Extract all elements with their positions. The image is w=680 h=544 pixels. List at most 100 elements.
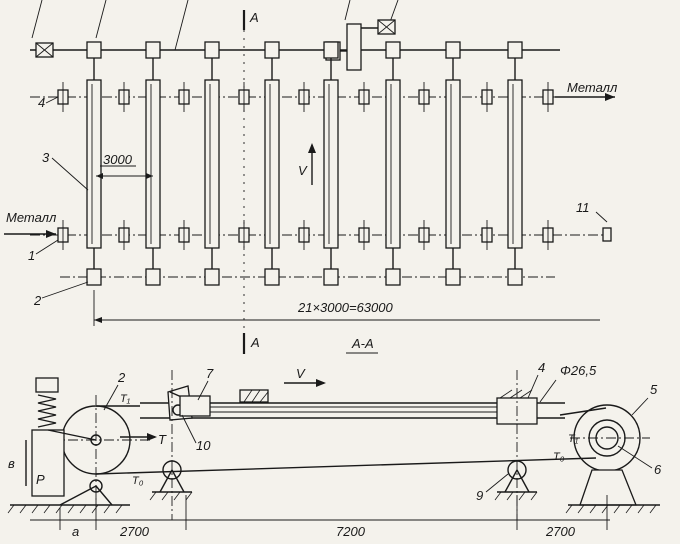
velocity-label: V xyxy=(298,163,308,178)
belt-return xyxy=(95,457,597,475)
label-10-section: 10 xyxy=(196,438,211,453)
leader-4 xyxy=(45,96,59,104)
tension-t1-left: T₁ xyxy=(120,393,131,405)
sensor-11 xyxy=(595,211,612,242)
dim-7200: 7200 xyxy=(336,524,366,539)
force-p-label: P xyxy=(36,472,45,487)
tension-spring xyxy=(31,377,97,497)
tension-t1-right: T₁ xyxy=(568,433,579,445)
roll-bearing-top xyxy=(264,41,280,59)
roll-body xyxy=(323,79,339,249)
metal-in-arrowhead xyxy=(46,230,56,238)
rolls-group xyxy=(57,41,554,286)
leader-9s xyxy=(485,473,509,493)
leader-line xyxy=(95,0,107,39)
support-roller-right xyxy=(494,460,538,501)
label-4-plan: 4 xyxy=(38,95,45,110)
roll-body xyxy=(204,79,220,249)
roll-bearing-bottom xyxy=(445,268,461,286)
section-velocity-arrowhead xyxy=(316,379,326,387)
dim-2700-left: 2700 xyxy=(119,524,150,539)
support-roller-left xyxy=(149,460,193,501)
pivot-left xyxy=(89,479,103,493)
leader-line xyxy=(389,0,399,23)
coupling-left xyxy=(35,42,54,58)
roll-bearing-top xyxy=(385,41,401,59)
leader-3 xyxy=(51,157,89,191)
label-5-section: 5 xyxy=(650,382,658,397)
roll-bearing-top xyxy=(204,41,220,59)
roll-bearing-top xyxy=(145,41,161,59)
label-2-section: 2 xyxy=(117,370,126,385)
tension-t0-left: T₀ xyxy=(132,475,144,487)
section-velocity-label: V xyxy=(296,366,306,381)
roll-bearing-top xyxy=(445,41,461,59)
section-view: A A-A V xyxy=(7,333,662,539)
metal-in-label: Металл xyxy=(6,210,57,225)
roll-bearing-top xyxy=(323,41,339,59)
section-mark-top: A xyxy=(249,10,259,25)
roll-bearing-bottom xyxy=(264,268,280,286)
arm-left xyxy=(59,485,97,506)
label-7-section: 7 xyxy=(206,366,214,381)
coupling-right xyxy=(377,19,396,35)
roll-bearing-top xyxy=(86,41,102,59)
leader-6s xyxy=(617,445,653,469)
section-title: A-A xyxy=(351,336,374,351)
roll-bearing-bottom xyxy=(507,268,523,286)
workpiece xyxy=(239,389,269,403)
belt-right xyxy=(559,407,607,416)
roll-body xyxy=(385,79,401,249)
label-1-plan: 1 xyxy=(28,248,35,263)
force-t-label: T xyxy=(158,432,167,447)
roll-bearing-top xyxy=(507,41,523,59)
velocity-arrowhead xyxy=(308,143,316,153)
leader-2s xyxy=(103,384,119,411)
pitch-arrow-r xyxy=(146,173,153,179)
pitch-arrow-l xyxy=(96,173,103,179)
roll-body xyxy=(145,79,161,249)
dim-b-label: в xyxy=(8,456,15,471)
leader-diameter xyxy=(539,379,557,403)
dim-a-label: a xyxy=(72,524,79,539)
roll-body xyxy=(86,79,102,249)
carriage-7 xyxy=(179,395,211,417)
drum-right-stand xyxy=(579,469,637,506)
leader-line xyxy=(174,0,189,51)
roll-bearing-bottom xyxy=(204,268,220,286)
roll-bearing-bottom xyxy=(323,268,339,286)
leader-4s xyxy=(527,374,539,399)
roll-body xyxy=(445,79,461,249)
force-t-arrowhead xyxy=(147,433,157,441)
leader-line xyxy=(31,0,43,39)
total-dim-arrow xyxy=(94,317,102,323)
label-4-section: 4 xyxy=(538,360,545,375)
diameter-label: Φ26,5 xyxy=(560,363,597,378)
leader-10s xyxy=(181,414,197,444)
roll-bearing-bottom xyxy=(145,268,161,286)
leader-5s xyxy=(631,397,649,416)
label-11: 11 xyxy=(576,200,590,215)
label-6-section: 6 xyxy=(654,462,662,477)
dim-2700-right: 2700 xyxy=(545,524,576,539)
label-3-plan: 3 xyxy=(42,150,50,165)
pitch-label: 3000 xyxy=(103,152,133,167)
roll-body xyxy=(264,79,280,249)
label-2-plan: 2 xyxy=(33,293,42,308)
ground-hatch-right xyxy=(565,504,657,514)
metal-out-arrowhead xyxy=(605,93,615,101)
roll-bearing-bottom xyxy=(385,268,401,286)
arm-left-2 xyxy=(95,485,113,506)
plan-view: A 11 Металл Металл V 3000 21×3000=63000 xyxy=(4,0,618,330)
leader-2 xyxy=(41,281,89,299)
ground-hatch-left xyxy=(7,504,123,514)
roll-bearing-bottom xyxy=(86,268,102,286)
leader-7s xyxy=(197,380,209,401)
roll-body xyxy=(507,79,523,249)
section-mark-bottom: A xyxy=(250,335,260,350)
leader-1 xyxy=(35,239,59,255)
label-9-section: 9 xyxy=(476,488,483,503)
leader-line xyxy=(344,0,351,21)
